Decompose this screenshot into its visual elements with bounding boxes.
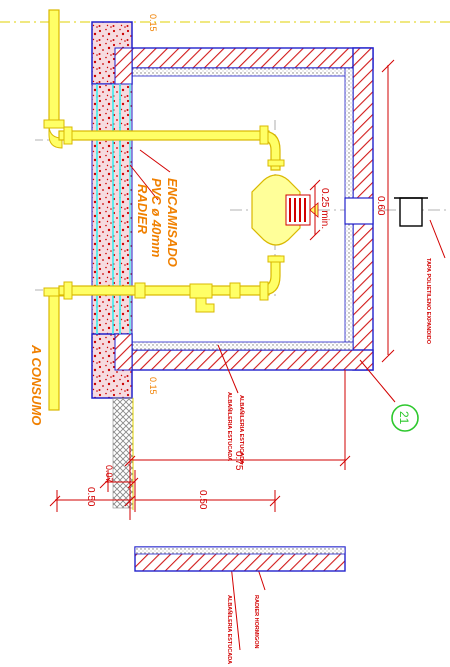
overall-width-dimension: 0.75 xyxy=(233,451,244,471)
height-dimension: 0.60 xyxy=(375,196,386,216)
wall-opening xyxy=(344,197,374,225)
reference-callout-circle xyxy=(391,404,419,432)
cover-mark: 0.15 xyxy=(148,14,158,32)
detail-note-2: RADIER HORMIGON xyxy=(253,595,259,649)
top-note: ALBAÑILERIA ESTUCADA xyxy=(238,395,245,464)
radier-label: RADIER xyxy=(135,184,150,234)
detail-slab xyxy=(134,546,346,572)
encamisado-label: ENCAMISADO xyxy=(165,178,180,267)
wall-note: ALBAÑILERIA ESTUCADA xyxy=(226,392,233,461)
bottom-mark: 0.15 xyxy=(148,377,158,395)
tapa-cover xyxy=(399,197,423,227)
plaster-bottom xyxy=(129,341,354,351)
radier-slab xyxy=(91,21,133,399)
tapa-note: TAPA POLIETILENO EXPANDIDO xyxy=(425,258,431,345)
wall-dimension: 0.07 xyxy=(104,465,114,483)
consumo-label: A CONSUMO xyxy=(29,344,44,425)
pvc-label: PVC ø 40mm xyxy=(149,178,164,258)
water-meter xyxy=(251,174,319,246)
supply-pipe xyxy=(43,9,285,411)
reference-number: 21 xyxy=(397,411,411,425)
foundation-left-dimension: 0.50 xyxy=(85,487,96,507)
detail-note: ALBAÑILERIA ESTUCADA xyxy=(226,595,233,664)
top-wall xyxy=(114,47,374,69)
clearance-dimension: 0.25 min. xyxy=(319,188,330,229)
slab-bottom-step xyxy=(114,333,133,371)
foundation-right-dimension: 0.50 xyxy=(197,490,208,510)
dimension-lines xyxy=(49,59,446,651)
plaster-top xyxy=(129,67,354,77)
bottom-wall xyxy=(114,349,374,371)
slab-top-step xyxy=(114,47,133,85)
slab-body xyxy=(91,83,133,335)
